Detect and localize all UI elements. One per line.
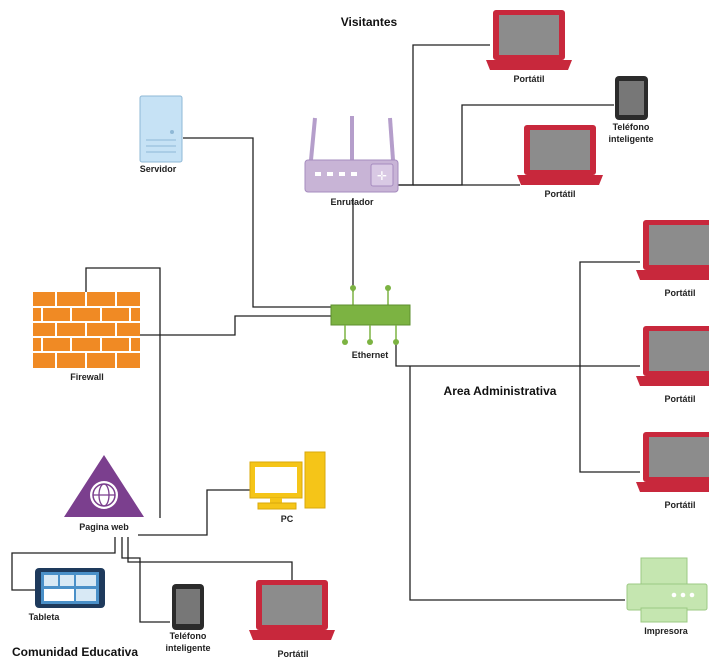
wire-web-phone bbox=[121, 537, 170, 623]
laptop-icon bbox=[486, 10, 572, 70]
laptop-icon bbox=[517, 125, 603, 185]
laptop-label: Portátil bbox=[513, 74, 544, 84]
smartphone-label-line1: Teléfono bbox=[613, 122, 650, 132]
laptop-icon bbox=[636, 220, 709, 280]
printer-icon bbox=[626, 557, 708, 623]
wire-server-switch bbox=[183, 137, 333, 308]
wire-switch-printer bbox=[409, 366, 625, 601]
smartphone-icon bbox=[615, 76, 648, 120]
section-title-area-administrativa: Area Administrativa bbox=[444, 384, 557, 398]
laptop-label: Portátil bbox=[277, 649, 308, 659]
tablet-icon bbox=[35, 568, 105, 608]
web-page-icon bbox=[64, 455, 144, 517]
server-label: Servidor bbox=[140, 164, 177, 174]
smartphone-label-line1: Teléfono bbox=[170, 631, 207, 641]
wire-web-pc bbox=[138, 489, 250, 536]
smartphone-label-line2: inteligente bbox=[608, 134, 653, 144]
firewall-icon bbox=[33, 292, 140, 368]
pc-label: PC bbox=[281, 514, 294, 524]
wire-router-laptop-top bbox=[397, 44, 490, 186]
tablet-label: Tableta bbox=[29, 612, 61, 622]
laptop-icon bbox=[636, 432, 709, 492]
laptop-icon bbox=[636, 326, 709, 386]
laptop-label: Portátil bbox=[664, 288, 695, 298]
web-page-label: Pagina web bbox=[79, 522, 129, 532]
printer-label: Impresora bbox=[644, 626, 689, 636]
wire-admin-laptop-3 bbox=[579, 366, 640, 473]
svg-text:✛: ✛ bbox=[377, 169, 387, 183]
pc-icon bbox=[249, 451, 326, 510]
laptop-icon bbox=[249, 580, 335, 640]
section-title-comunidad-educativa: Comunidad Educativa bbox=[12, 645, 138, 659]
server-icon bbox=[139, 95, 183, 163]
connection-wires bbox=[11, 44, 640, 623]
wire-firewall-switch bbox=[140, 315, 333, 336]
laptop-label: Portátil bbox=[664, 394, 695, 404]
wire-web-tablet bbox=[11, 537, 116, 591]
router-label: Enrutador bbox=[330, 197, 373, 207]
section-title-visitantes: Visitantes bbox=[341, 15, 398, 29]
laptop-label: Portátil bbox=[664, 500, 695, 510]
wire-admin-laptop-1 bbox=[579, 261, 640, 366]
router-icon: ✛ bbox=[304, 116, 399, 193]
ethernet-label: Ethernet bbox=[352, 350, 389, 360]
smartphone-label-line2: inteligente bbox=[165, 643, 210, 653]
wire-switch-admin bbox=[395, 340, 580, 367]
smartphone-icon bbox=[172, 584, 204, 630]
wire-firewall-web bbox=[85, 267, 161, 518]
firewall-label: Firewall bbox=[70, 372, 104, 382]
laptop-label: Portátil bbox=[544, 189, 575, 199]
ethernet-switch-icon bbox=[330, 285, 411, 345]
wire-web-laptop bbox=[127, 537, 293, 580]
